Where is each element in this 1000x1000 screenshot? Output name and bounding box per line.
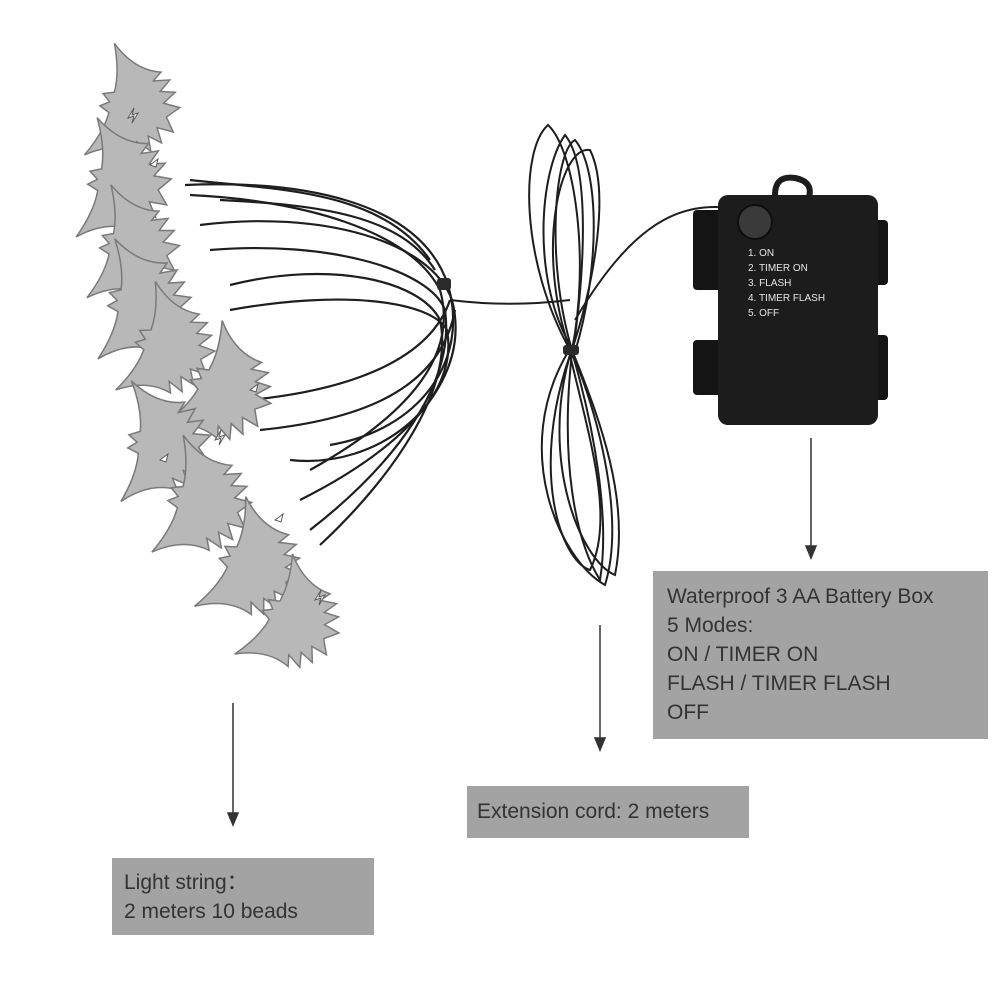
callout-arrows [226,438,818,827]
mode-item: 1. ON [748,248,774,259]
battery-box-hook [772,174,813,202]
light-string-callout: Light string： 2 meters 10 beads [112,858,374,935]
mode-item: 2. TIMER ON [748,263,808,274]
callout-line: FLASH / TIMER FLASH [667,672,891,695]
extension-cord-callout: Extension cord: 2 meters [467,786,749,838]
battery-box-clip [693,340,723,395]
light-string-wires [184,178,457,546]
battery-box-body [718,195,878,425]
mode-item: 5. OFF [748,308,779,319]
string-arrow-head [226,812,240,827]
battery-box-callout: Waterproof 3 AA Battery Box 5 Modes: ON … [653,571,988,739]
callout-line: 5 Modes: [667,614,754,637]
mode-item: 4. TIMER FLASH [748,293,825,304]
mode-item: 3. FLASH [748,278,791,289]
battery-arrow-head [804,545,818,560]
callout-line: Light string： [124,871,248,894]
callout-line: Waterproof 3 AA Battery Box [667,585,934,608]
extension-cord-coil [528,123,621,587]
callout-line: 2 meters 10 beads [124,900,298,923]
callout-line: OFF [667,701,709,724]
battery-box: 1. ON 2. TIMER ON 3. FLASH 4. TIMER FLAS… [693,174,888,425]
callout-line: ON / TIMER ON [667,643,819,666]
cord-tie [563,345,579,355]
cable-tie [437,278,451,290]
battery-box-clip [693,210,723,290]
bat-cutouts [126,107,327,606]
extension-arrow-head [593,737,607,752]
mode-button[interactable] [737,204,773,240]
callout-line: Extension cord: 2 meters [477,800,710,823]
